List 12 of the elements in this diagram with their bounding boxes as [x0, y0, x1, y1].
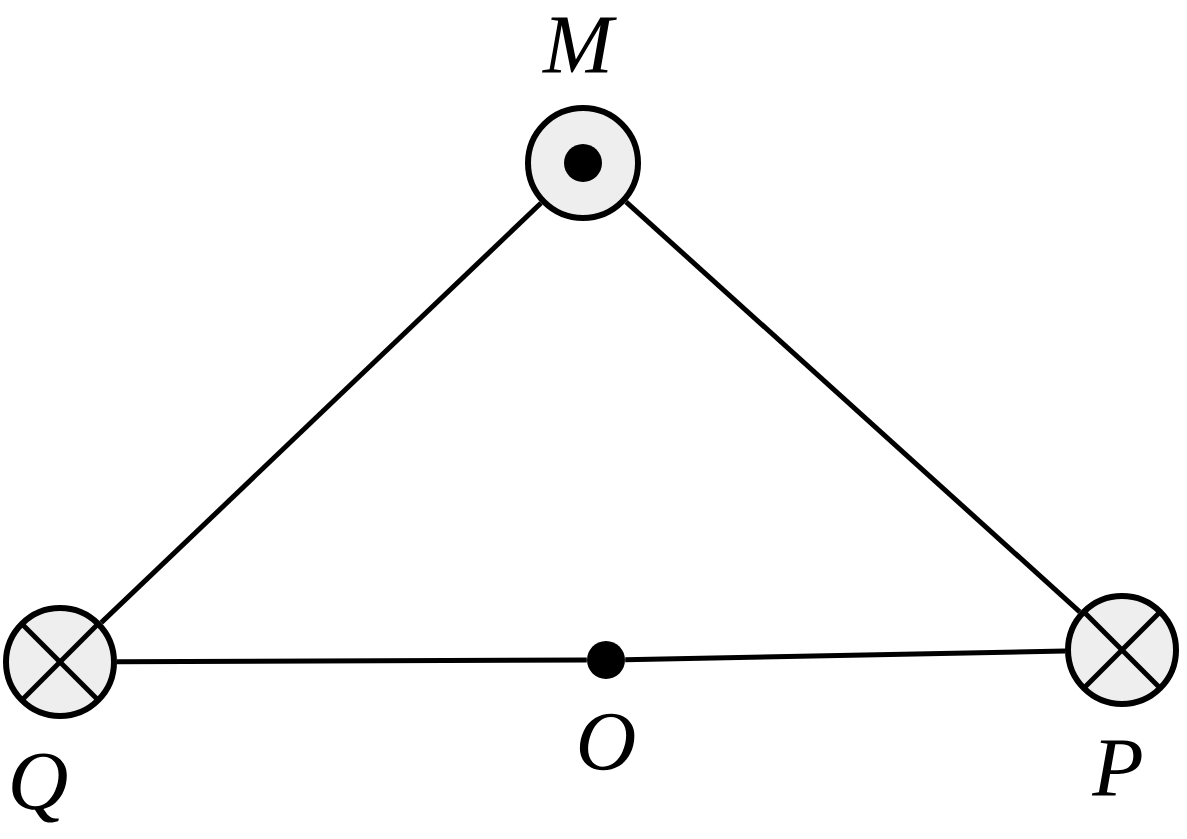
point-label: Q	[12, 753, 67, 823]
into-page-current-symbol	[3, 605, 117, 719]
into-page-current-symbol	[1065, 593, 1179, 707]
line	[625, 648, 1066, 663]
line	[624, 200, 1082, 614]
line	[117, 657, 587, 665]
out-of-page-current-symbol	[525, 105, 641, 221]
point-label: O	[579, 713, 635, 771]
line	[99, 201, 543, 625]
point-label: P	[1091, 740, 1142, 796]
point-label: M	[542, 17, 617, 73]
point-dot	[587, 641, 625, 679]
